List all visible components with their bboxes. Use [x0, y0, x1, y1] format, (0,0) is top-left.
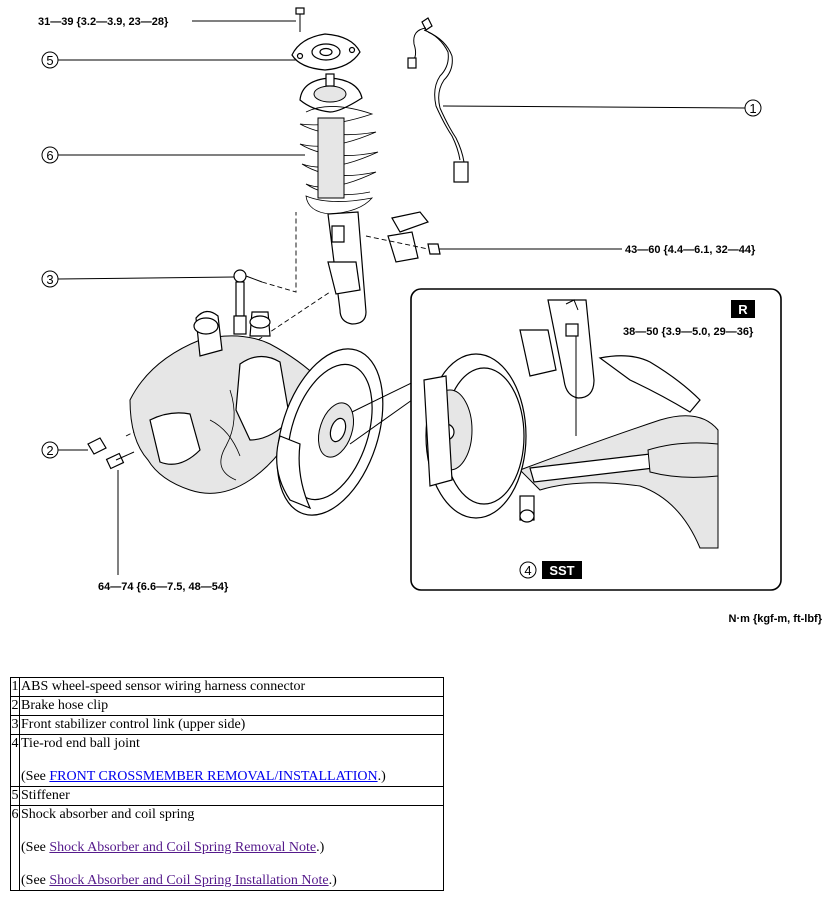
removal-note-link[interactable]: Shock Absorber and Coil Spring Removal N…	[49, 840, 317, 855]
legend-row-text-block: Shock absorber and coil spring (See Shoc…	[19, 805, 444, 891]
see-reference: (See Shock Absorber and Coil Spring Remo…	[21, 840, 325, 855]
callout-6: 6	[41, 146, 59, 164]
sst-badge: SST	[542, 561, 582, 579]
legend-row-number: 2	[10, 696, 20, 716]
callout-3: 3	[41, 270, 59, 288]
exploded-view-diagram: 31—39 {3.2—3.9, 23—28} 43—60 {4.4—6.1, 3…	[38, 7, 823, 625]
installation-note-link[interactable]: Shock Absorber and Coil Spring Installat…	[49, 873, 329, 888]
svg-text:6: 6	[46, 148, 53, 163]
legend-row: 2 Brake hose clip	[10, 696, 444, 716]
stabilizer-bracket	[365, 211, 441, 263]
legend-row: 6 Shock absorber and coil spring (See Sh…	[10, 805, 444, 891]
legend-row: 3 Front stabilizer control link (upper s…	[10, 715, 444, 735]
shock-absorber-coil-spring	[299, 73, 379, 325]
svg-text:5: 5	[46, 53, 53, 68]
parts-legend-table: 1 ABS wheel-speed sensor wiring harness …	[10, 677, 444, 891]
brake-disc	[276, 348, 384, 516]
front-crossmember-link[interactable]: FRONT CROSSMEMBER REMOVAL/INSTALLATION	[49, 769, 378, 784]
svg-text:4: 4	[524, 563, 531, 578]
legend-row-text: ABS wheel-speed sensor wiring harness co…	[19, 677, 444, 697]
torque-stab-nut: 43—60 {4.4—6.1, 32—44}	[625, 244, 756, 256]
callout-5: 5	[41, 51, 59, 69]
stabilizer-link	[233, 269, 263, 335]
legend-row: 1 ABS wheel-speed sensor wiring harness …	[10, 677, 444, 697]
svg-text:SST: SST	[549, 563, 574, 578]
svg-text:R: R	[738, 302, 748, 317]
legend-row-text: Front stabilizer control link (upper sid…	[19, 715, 444, 735]
callout-4: 4	[519, 561, 537, 579]
svg-text:3: 3	[46, 272, 53, 287]
legend-row-number: 4	[10, 734, 20, 787]
torque-units: N·m {kgf-m, ft-lbf}	[729, 613, 823, 625]
torque-top-bolt: 31—39 {3.2—3.9, 23—28}	[38, 16, 169, 28]
brake-hose-clip	[87, 437, 107, 455]
legend-row-text: Stiffener	[19, 786, 444, 806]
tie-rod-end-ball-joint	[519, 495, 535, 523]
top-mount-bolt	[295, 7, 305, 32]
legend-row: 4 Tie-rod end ball joint (See FRONT CROS…	[10, 734, 444, 787]
r-badge: R	[731, 300, 755, 318]
stiffener-part	[291, 33, 361, 71]
detail-inset	[410, 288, 782, 591]
torque-inset-nut: 38—50 {3.9—5.0, 29—36}	[623, 326, 754, 338]
legend-row: 5 Stiffener	[10, 786, 444, 806]
abs-wiring-harness	[407, 17, 469, 183]
legend-row-text: Brake hose clip	[19, 696, 444, 716]
legend-row-number: 6	[10, 805, 20, 891]
see-reference: (See FRONT CROSSMEMBER REMOVAL/INSTALLAT…	[21, 769, 386, 784]
see-reference: (See Shock Absorber and Coil Spring Inst…	[21, 873, 337, 888]
legend-row-number: 1	[10, 677, 20, 697]
torque-bottom-bolt: 64—74 {6.6—7.5, 48—54}	[98, 581, 229, 593]
bottom-bolt	[105, 451, 135, 470]
legend-row-number: 5	[10, 786, 20, 806]
legend-row-number: 3	[10, 715, 20, 735]
svg-text:1: 1	[749, 101, 756, 116]
legend-row-text-block: Tie-rod end ball joint (See FRONT CROSSM…	[19, 734, 444, 787]
legend-row-text: Tie-rod end ball joint	[21, 736, 140, 751]
callout-2: 2	[41, 441, 59, 459]
callout-1: 1	[744, 99, 762, 117]
legend-row-text: Shock absorber and coil spring	[21, 807, 195, 822]
svg-text:2: 2	[46, 443, 53, 458]
